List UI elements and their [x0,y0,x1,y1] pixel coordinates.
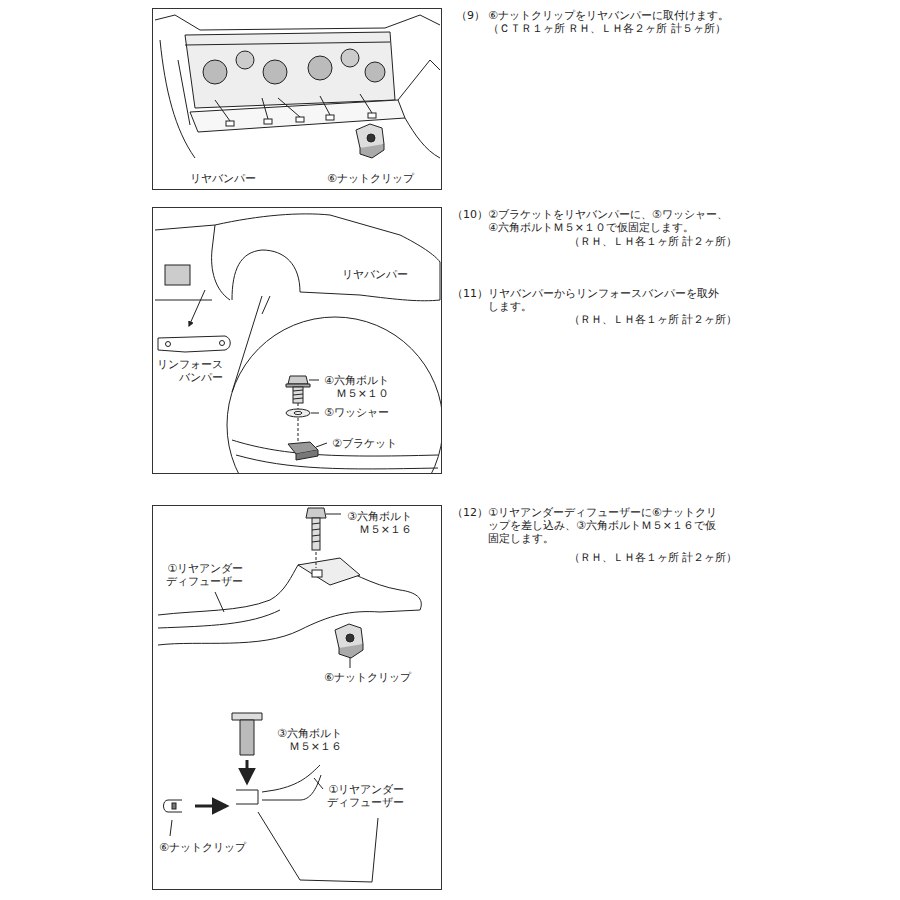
part-label: リヤバンパー [341,268,409,281]
part-label: リンフォース バンパー [156,358,224,384]
part-label: リヤバンパー [189,172,257,185]
instruction-text: ①リヤアンダーディフューザーに⑥ナットクリ ップを差し込み、③六角ボルトＭ５×１… [488,506,758,545]
quantity-note: （ＲＨ、ＬＨ各１ヶ所 計２ヶ所） [480,551,737,564]
part-label: ①リヤアンダー ディフューザー [165,562,244,588]
figure-panel: リヤバンパー ⑥ナットクリップ [152,8,442,190]
part-label: ⑥ナットクリップ [158,841,247,854]
quantity-note: （ＲＨ、ＬＨ各１ヶ所 計２ヶ所） [480,235,737,248]
magnifier-drawing [227,317,441,473]
part-label: ①リヤアンダー ディフューザー [326,783,405,809]
figure-panel: リヤバンパーリンフォース バンパー ④六角ボルト Ｍ５×１０ ⑤ワッシャー ②ブラケッ… [152,207,442,474]
part-label: ③六角ボルト Ｍ５×１６ [276,727,343,753]
instruction-text: ⑥ナットクリップをリヤバンパーに取付けます。 （ＣＴＲ１ヶ所 ＲＨ、ＬＨ各２ヶ所… [488,9,758,35]
part-label: ⑥ナットクリップ [326,172,415,185]
bumper-corner-drawing [155,214,440,392]
instruction-text: リヤバンパーからリンフォースバンパーを取外 します。 [488,287,758,313]
diffuser-drawing [158,508,421,668]
step-number: （9） [456,9,485,22]
part-label: ②ブラケット [331,437,398,450]
rear-bumper-drawing [155,15,440,158]
step-number: （11） [452,287,488,300]
nut-clip-drawing [335,624,363,658]
part-label: ⑤ワッシャー [323,406,390,419]
part-label: ④六角ボルト Ｍ５×１０ [323,374,390,400]
nut-clip-drawing [356,124,384,158]
quantity-note: （ＲＨ、ＬＨ各１ヶ所 計２ヶ所） [480,313,737,326]
part-label: ⑥ナットクリップ [323,671,412,684]
bolt-washer-bracket-drawing [286,376,327,460]
step-number: （10） [452,208,488,221]
figure-panel: ③六角ボルト Ｍ５×１６ ①リヤアンダー ディフューザー ⑥ナットクリップ ③六角ボル… [152,505,442,890]
instruction-text: ②ブラケットをリヤバンパーに、⑤ワッシャー、 ④六角ボルトＭ５×１０で仮固定しま… [488,208,758,234]
step-number: （12） [452,506,488,519]
part-label: ③六角ボルト Ｍ５×１６ [346,510,413,536]
